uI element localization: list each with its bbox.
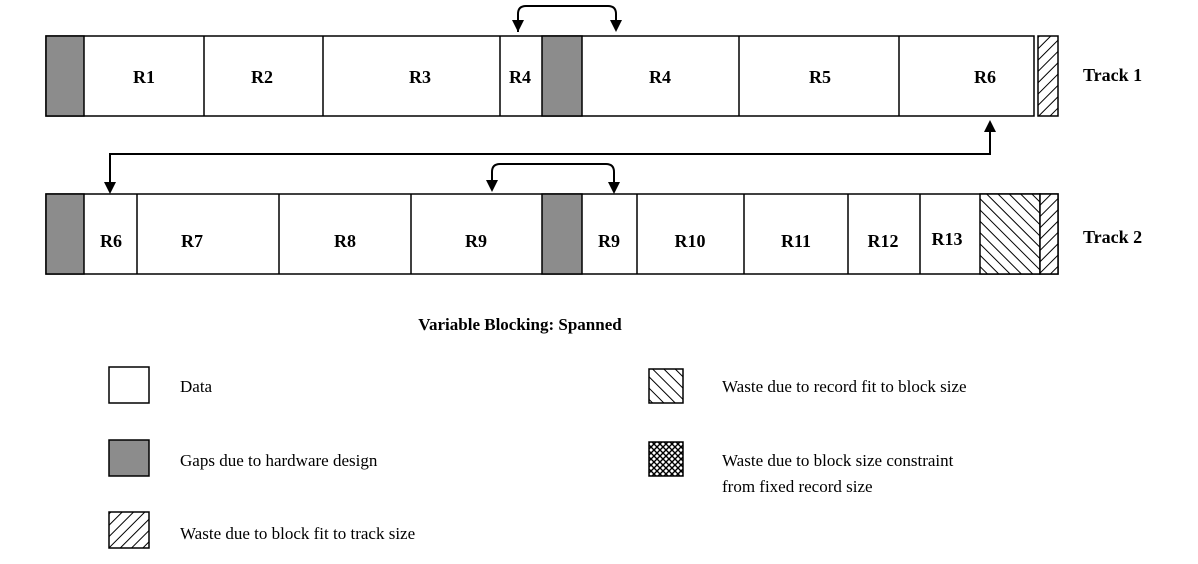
record-waste-block xyxy=(979,193,1041,275)
legend-label-gaps: Gaps due to hardware design xyxy=(180,451,378,470)
record-label-r6: R6 xyxy=(974,67,996,87)
track-2-label: Track 2 xyxy=(1083,227,1142,247)
record-label-r12: R12 xyxy=(868,231,899,251)
arrowhead xyxy=(984,120,996,132)
record-label-r11: R11 xyxy=(781,231,811,251)
track-waste-block xyxy=(1039,193,1059,275)
arrowhead xyxy=(104,182,116,194)
track-1-label: Track 1 xyxy=(1083,65,1142,85)
arrowhead xyxy=(610,20,622,32)
record-label-r5: R5 xyxy=(809,67,831,87)
track-1: R1 R2 R3 R4 R4 R5 R6 Track 1 xyxy=(45,5,1142,117)
legend-label-record-waste: Waste due to record fit to block size xyxy=(722,377,967,396)
record-label-r9-part1: R9 xyxy=(465,231,487,251)
legend-swatch-block-waste xyxy=(648,441,684,477)
arrowhead xyxy=(486,180,498,192)
legend-label-track-waste: Waste due to block fit to track size xyxy=(180,524,415,543)
legend-swatch-track-waste xyxy=(108,511,150,549)
record-label-r7: R7 xyxy=(181,231,203,251)
legend: Data Gaps due to hardware design Waste d… xyxy=(108,366,967,549)
gap-block xyxy=(45,193,85,275)
record-label-r2: R2 xyxy=(251,67,273,87)
record-label-r4-part1: R4 xyxy=(509,67,531,87)
record-label-r3: R3 xyxy=(409,67,431,87)
track-2: R6 R7 R8 R9 R9 R10 R11 R12 R13 Track 2 xyxy=(45,163,1142,275)
gap-block xyxy=(541,193,583,275)
wrap-arrow-line xyxy=(109,130,991,184)
record-label-r1: R1 xyxy=(133,67,155,87)
track-1-outline xyxy=(45,35,1035,117)
record-label-r10: R10 xyxy=(675,231,706,251)
record-label-r8: R8 xyxy=(334,231,356,251)
arrowhead xyxy=(608,182,620,194)
diagram-caption: Variable Blocking: Spanned xyxy=(418,315,622,334)
record-label-r6: R6 xyxy=(100,231,122,251)
record-label-r4-part2: R4 xyxy=(649,67,671,87)
legend-label-block-waste-line1: Waste due to block size constraint xyxy=(722,451,954,470)
track-waste-block xyxy=(1037,35,1059,117)
legend-label-data: Data xyxy=(180,377,213,396)
span-arrow-r9 xyxy=(491,163,615,188)
gap-block xyxy=(541,35,583,117)
wrap-arrow-r6 xyxy=(104,120,996,194)
legend-swatch-record-waste xyxy=(648,368,684,404)
arrowhead xyxy=(512,20,524,32)
legend-swatch-data xyxy=(108,366,150,404)
record-label-r9-part2: R9 xyxy=(598,231,620,251)
legend-label-block-waste-line2: from fixed record size xyxy=(722,477,873,496)
record-label-r13: R13 xyxy=(932,229,963,249)
span-arrow-r4 xyxy=(517,5,617,32)
gap-block xyxy=(45,35,85,117)
legend-swatch-gaps xyxy=(108,439,150,477)
